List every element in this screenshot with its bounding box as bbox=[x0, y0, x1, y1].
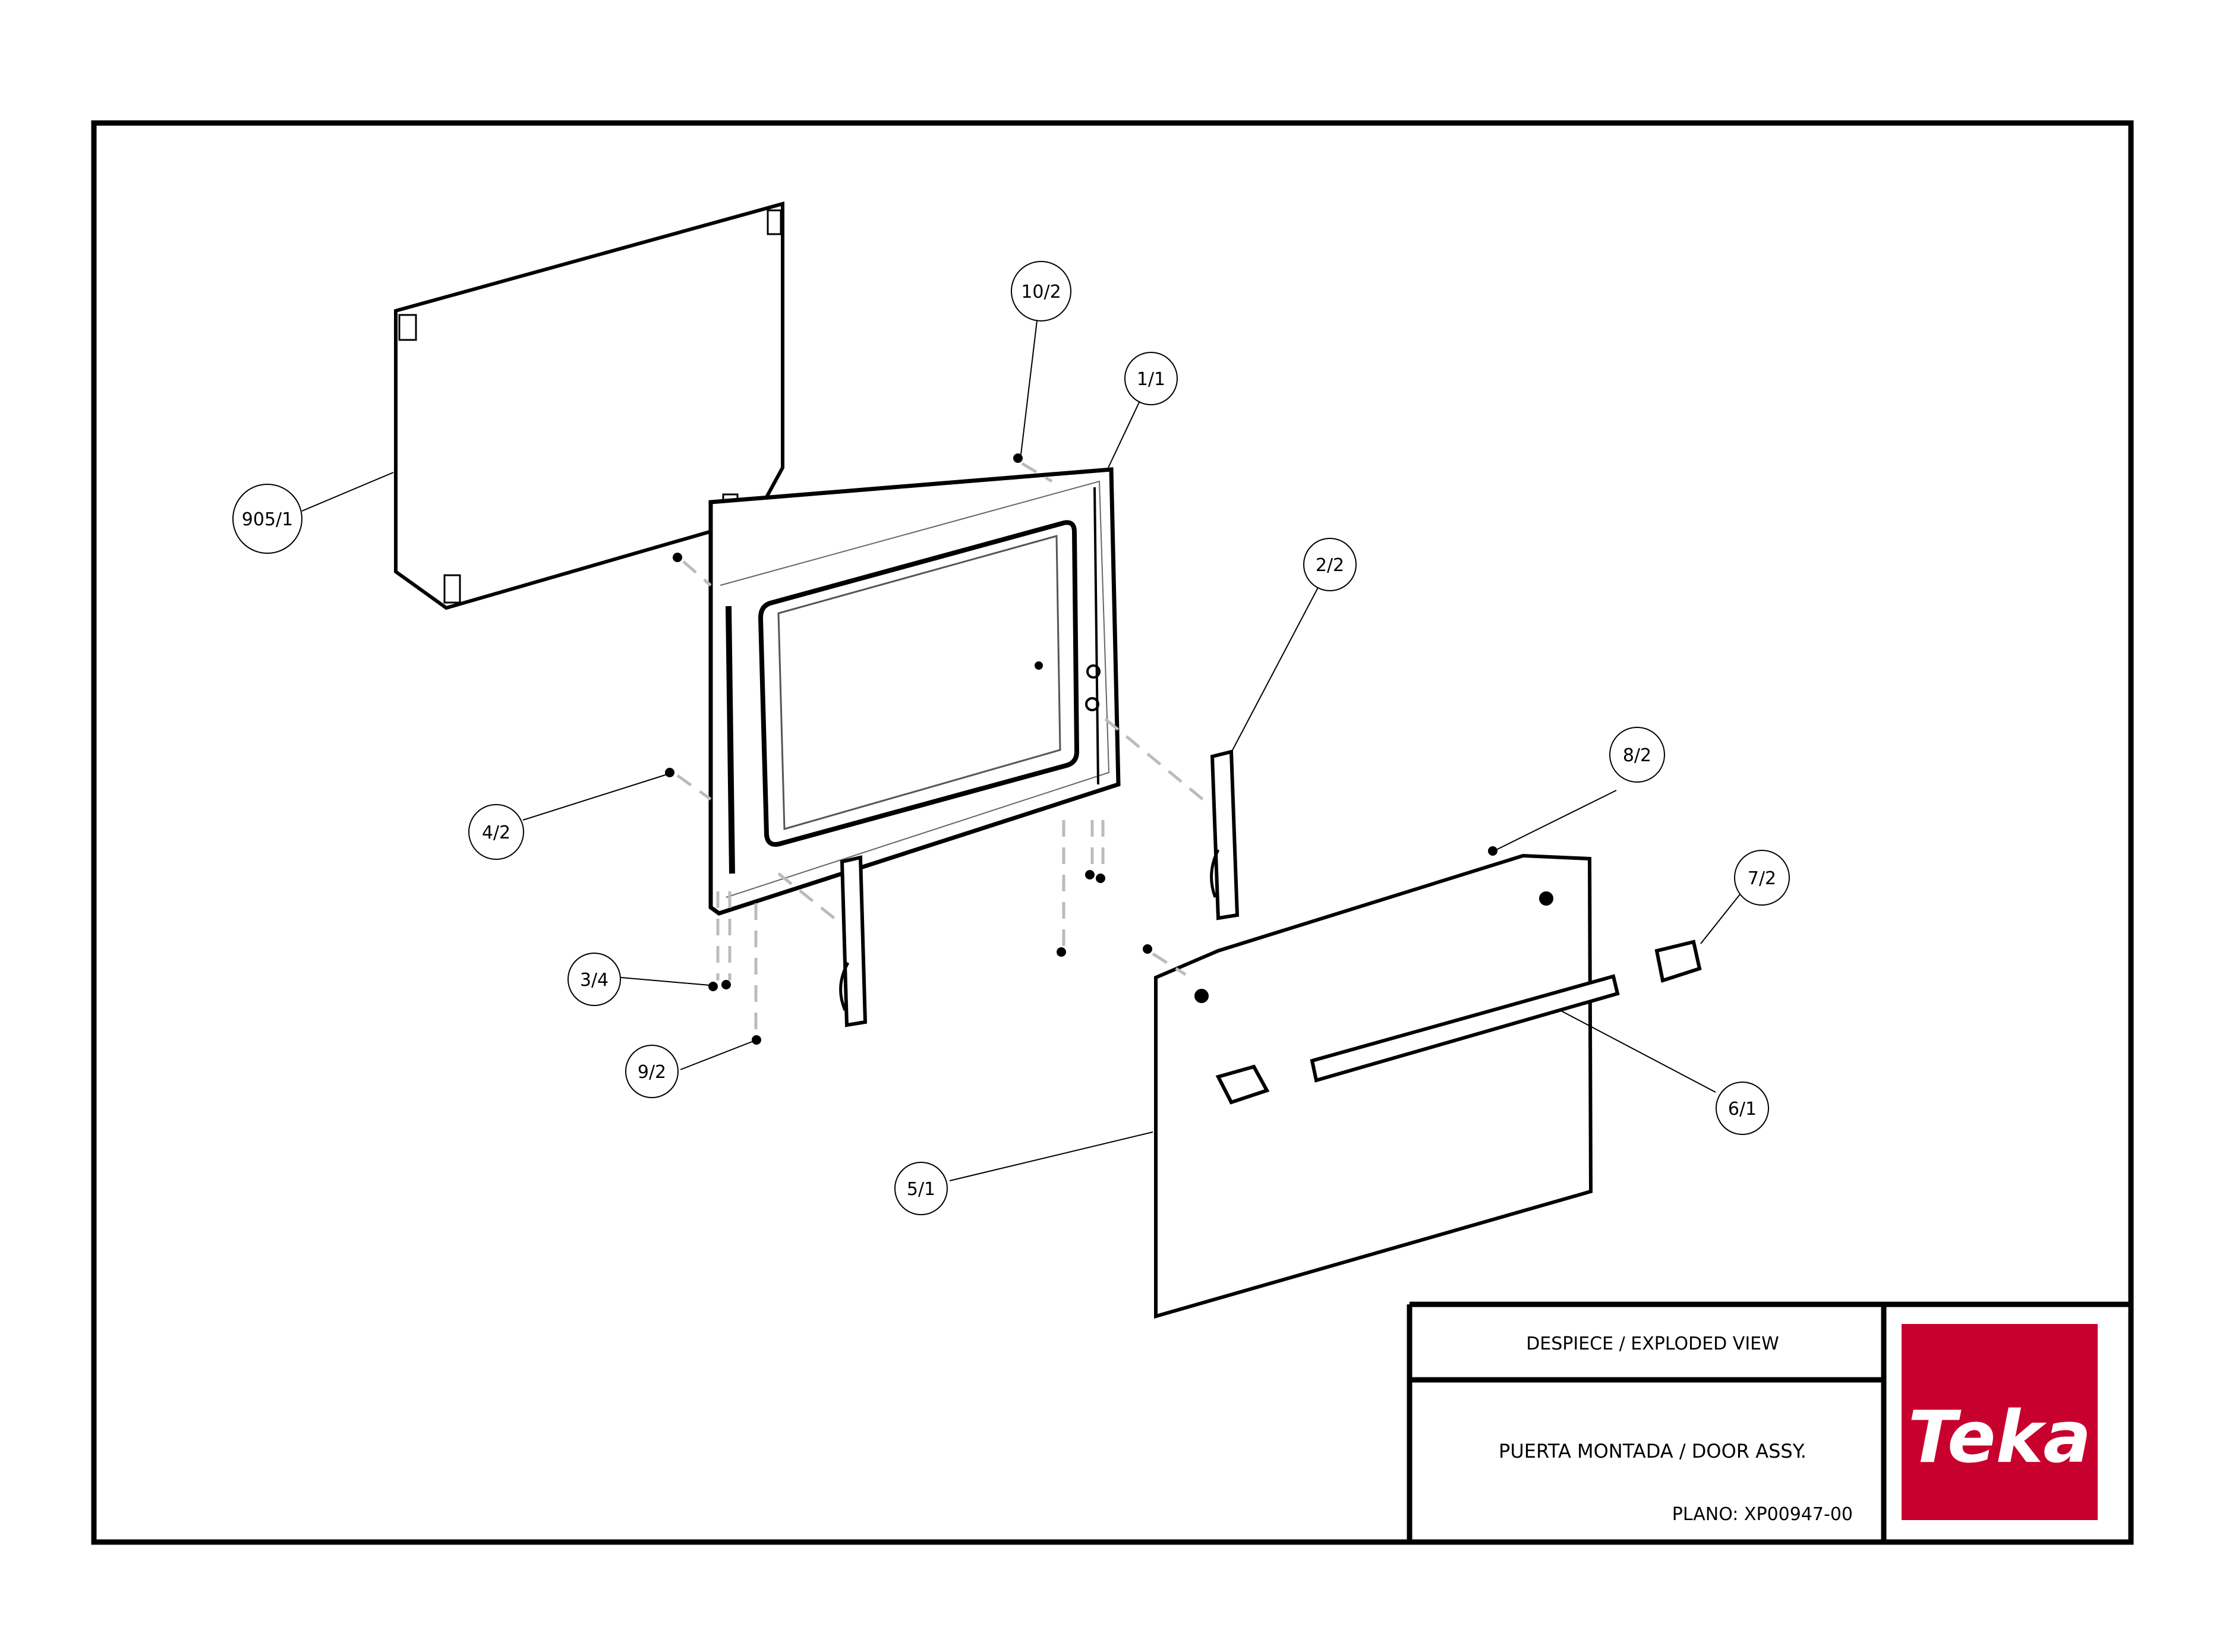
svg-text:905/1: 905/1 bbox=[242, 509, 293, 530]
svg-text:8/2: 8/2 bbox=[1623, 745, 1651, 766]
assembly-lines bbox=[676, 462, 1207, 1034]
title-block-description: PUERTA MONTADA / DOOR ASSY. bbox=[1499, 1440, 1806, 1462]
svg-text:4/2: 4/2 bbox=[482, 822, 510, 843]
callout-3-4: 3/4 bbox=[568, 953, 621, 1006]
part-handle-support bbox=[1654, 940, 1702, 983]
callout-9-2: 9/2 bbox=[625, 1045, 679, 1098]
drawing-border bbox=[91, 120, 2134, 1545]
part-hinge-right bbox=[1210, 749, 1240, 920]
title-block-view: DESPIECE / EXPLODED VIEW bbox=[1526, 1333, 1779, 1354]
svg-text:7/2: 7/2 bbox=[1748, 868, 1776, 889]
svg-text:3/4: 3/4 bbox=[580, 970, 609, 991]
callout-5-1: 5/1 bbox=[894, 1162, 948, 1215]
title-block-plan: PLANO: XP00947-00 bbox=[1672, 1504, 1853, 1525]
svg-text:1/1: 1/1 bbox=[1137, 369, 1165, 390]
logo-background bbox=[1902, 1324, 2098, 1520]
svg-text:9/2: 9/2 bbox=[638, 1062, 666, 1083]
svg-text:10/2: 10/2 bbox=[1021, 282, 1061, 302]
callout-7-2: 7/2 bbox=[1734, 850, 1790, 906]
logo-text: Teka bbox=[1908, 1396, 2092, 1479]
part-hinge-left bbox=[839, 855, 868, 1027]
part-door-frame bbox=[708, 467, 1121, 916]
callout-905-1: 905/1 bbox=[232, 484, 302, 554]
callout-2-2: 2/2 bbox=[1303, 538, 1357, 591]
teka-logo: Teka bbox=[1902, 1324, 2098, 1520]
part-outer-glass bbox=[1154, 853, 1593, 1319]
svg-text:5/1: 5/1 bbox=[907, 1179, 935, 1200]
callout-6-1: 6/1 bbox=[1716, 1082, 1769, 1135]
callout-1-1: 1/1 bbox=[1124, 352, 1178, 405]
svg-text:2/2: 2/2 bbox=[1316, 555, 1344, 576]
callout-8-2: 8/2 bbox=[1609, 727, 1665, 783]
svg-text:6/1: 6/1 bbox=[1728, 1099, 1757, 1120]
leader-lines bbox=[301, 320, 1741, 1181]
title-block bbox=[1407, 1301, 2131, 1542]
screws bbox=[665, 453, 1497, 1045]
callout-10-2: 10/2 bbox=[1011, 261, 1071, 321]
callout-4-2: 4/2 bbox=[468, 804, 524, 860]
part-handle bbox=[1215, 974, 1620, 1105]
